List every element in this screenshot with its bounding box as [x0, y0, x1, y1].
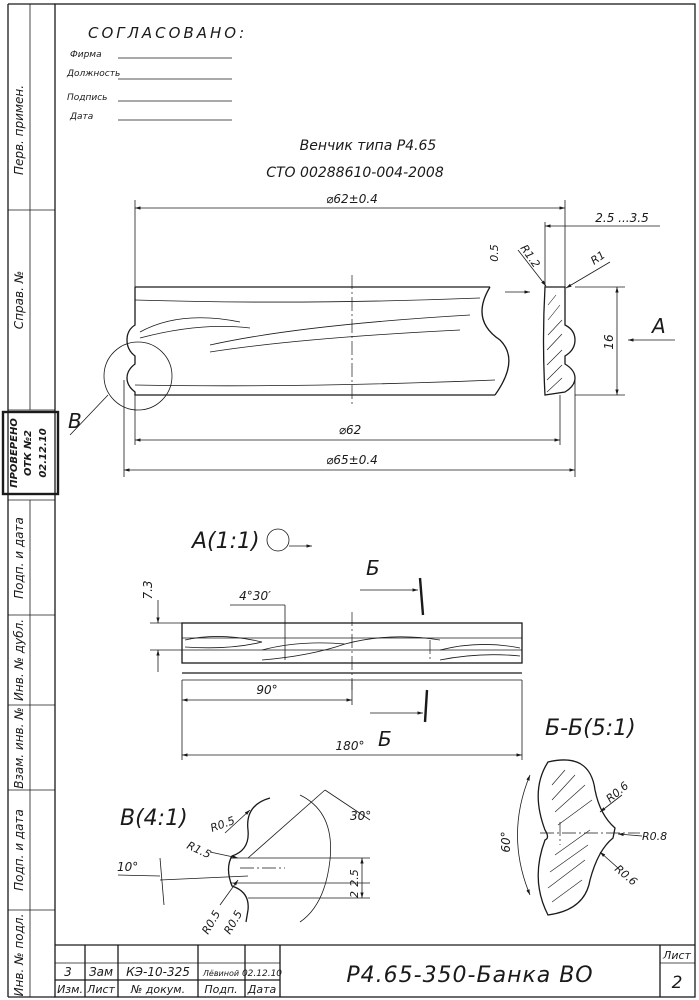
label-ref-no: Справ. №: [12, 271, 26, 329]
dim-angle-10: 10°: [117, 860, 138, 874]
section-bb-title: Б-Б(5:1): [545, 716, 636, 741]
tb-sheet-no: 2: [672, 973, 683, 993]
view-a: A(1:1) 7.3 4°30′ 90° 180°: [141, 528, 523, 760]
label-sign-date-1: Подп. и дата: [12, 517, 26, 599]
section-bb: Б-Б(5:1) 60° R0.6 R0.8 R0.6: [499, 716, 667, 916]
approval-date-label: Дата: [69, 112, 93, 122]
dim-65: ⌀65±0.4: [326, 453, 378, 467]
part-heading: Венчик типа Р4.65: [300, 138, 437, 154]
tb-hdr-list: Лист: [86, 983, 115, 996]
drawing-frame: [7, 3, 696, 998]
dim-16: 16: [602, 334, 616, 350]
detail-ref-label: B: [68, 409, 82, 433]
label-original-no: Инв. № подл.: [12, 914, 26, 997]
dim-180: 180°: [336, 739, 365, 753]
tb-hdr-doc: № докум.: [130, 983, 185, 996]
section-label-top: Б: [366, 556, 380, 580]
stamp-line-2: ОТК №2: [23, 430, 34, 476]
detail-b-title: B(4:1): [120, 806, 188, 831]
dim-r06-top: R0.6: [604, 779, 632, 805]
tb-hdr-date: Дата: [247, 983, 277, 996]
view-arrow-label: A: [650, 314, 666, 338]
tb-doc-no: КЭ-10-325: [126, 965, 190, 979]
dim-r05-right: R0.5: [221, 908, 245, 936]
dim-outer-top: ⌀62±0.4: [326, 192, 378, 206]
tb-change-code: Зам: [89, 965, 113, 979]
dim-angle: 4°30′: [239, 589, 271, 603]
dim-r05-left: R0.5: [199, 908, 223, 936]
tb-designation: Р4.65-350-Банка ВО: [346, 963, 593, 988]
approval-position-label: Должность: [66, 69, 120, 79]
tb-sheet-label: Лист: [662, 949, 691, 962]
tb-hdr-sign: Подп.: [204, 983, 237, 996]
dim-range: 2.5 ...3.5: [595, 211, 648, 225]
label-sign-date-2: Подп. и дата: [12, 809, 26, 891]
main-view: ⌀62±0.4 2.5 ...3.5 0.5 R1.2 R1 16 A B ⌀6…: [68, 192, 675, 477]
approval-title: СОГЛАСОВАНО:: [88, 24, 247, 42]
tb-date: 02.12.10: [242, 969, 282, 979]
view-a-title: A(1:1): [190, 529, 260, 554]
dim-25: 2.5: [348, 869, 361, 887]
label-first-use: Перв. примен.: [12, 85, 26, 175]
otk-stamp: ПРОВЕРЕНО ОТК №2 02.12.10: [1, 410, 60, 496]
label-replaced-no: Взам. инв. №: [12, 707, 26, 788]
title-block: 3 Зам КЭ-10-325 Лёвиной 02.12.10 Изм. Ли…: [55, 944, 695, 997]
dim-05: 0.5: [488, 244, 501, 262]
side-labels: Перв. примен. Справ. № Подп. и дата Инв.…: [12, 85, 26, 996]
dim-73: 7.3: [141, 580, 155, 599]
dim-r15: R1.5: [185, 839, 213, 861]
section-label-bottom: Б: [378, 727, 392, 751]
standard-heading: СТО 00288610-004-2008: [266, 165, 444, 181]
tb-signature: Лёвиной: [202, 969, 239, 978]
dim-2: 2: [348, 891, 361, 898]
dim-angle-30: 30°: [350, 809, 371, 823]
approval-block: СОГЛАСОВАНО: Фирма Должность Подпись Дат…: [66, 24, 247, 122]
dim-r05-top: R0.5: [209, 814, 237, 835]
tb-change-no: 3: [64, 965, 72, 979]
dim-r08: R0.8: [642, 830, 667, 843]
detail-b: B(4:1) R0.5 R1.5 10° 30° 2 2.5 R0.5 R0.5: [117, 789, 371, 937]
approval-signature-label: Подпись: [67, 93, 107, 103]
tb-hdr-izm: Изм.: [57, 983, 83, 996]
dim-angle-60: 60°: [499, 831, 513, 852]
dim-r1: R1: [588, 248, 607, 267]
dim-62: ⌀62: [339, 423, 362, 437]
dim-90: 90°: [256, 683, 277, 697]
label-dup-no: Инв. № дубл.: [12, 619, 26, 701]
stamp-line-3: 02.12.10: [38, 428, 49, 477]
stamp-line-1: ПРОВЕРЕНО: [9, 418, 20, 488]
approval-firm-label: Фирма: [70, 50, 102, 60]
